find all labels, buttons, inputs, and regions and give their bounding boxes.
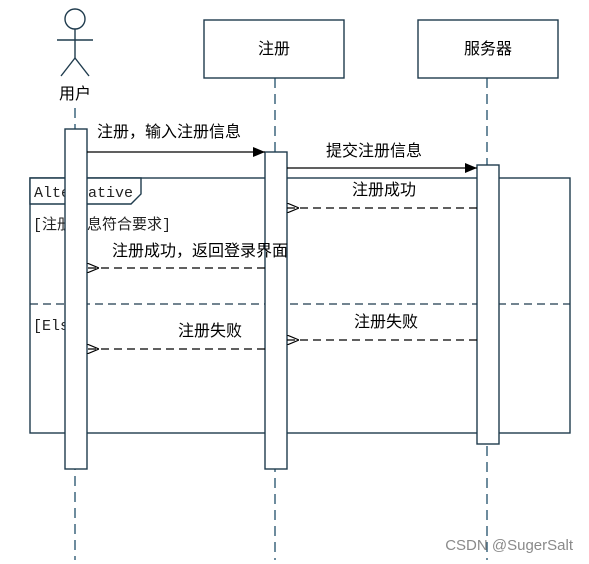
message-label-3: 注册成功 (352, 180, 416, 199)
participant-server-label: 服务器 (464, 39, 512, 58)
activation-server (476, 164, 500, 445)
message-label-5: 注册失败 (354, 312, 418, 331)
alt-guard-if: [注册信息符合要求] (33, 216, 171, 234)
watermark: CSDN @SugerSalt (445, 537, 574, 554)
alt-fragment-frame (29, 177, 571, 434)
actor-user (57, 8, 93, 77)
message-label-6: 注册失败 (178, 321, 242, 340)
participant-server-box (417, 19, 559, 79)
message-label-4: 注册成功，返回登录界面 (112, 241, 288, 260)
activation-register (264, 151, 288, 470)
message-label-1: 注册，输入注册信息 (97, 122, 241, 141)
participant-register-box (203, 19, 345, 79)
actor-user-label: 用户 (59, 84, 91, 103)
participant-register-label: 注册 (258, 39, 290, 58)
activation-user (64, 128, 88, 470)
message-label-2: 提交注册信息 (326, 141, 422, 160)
